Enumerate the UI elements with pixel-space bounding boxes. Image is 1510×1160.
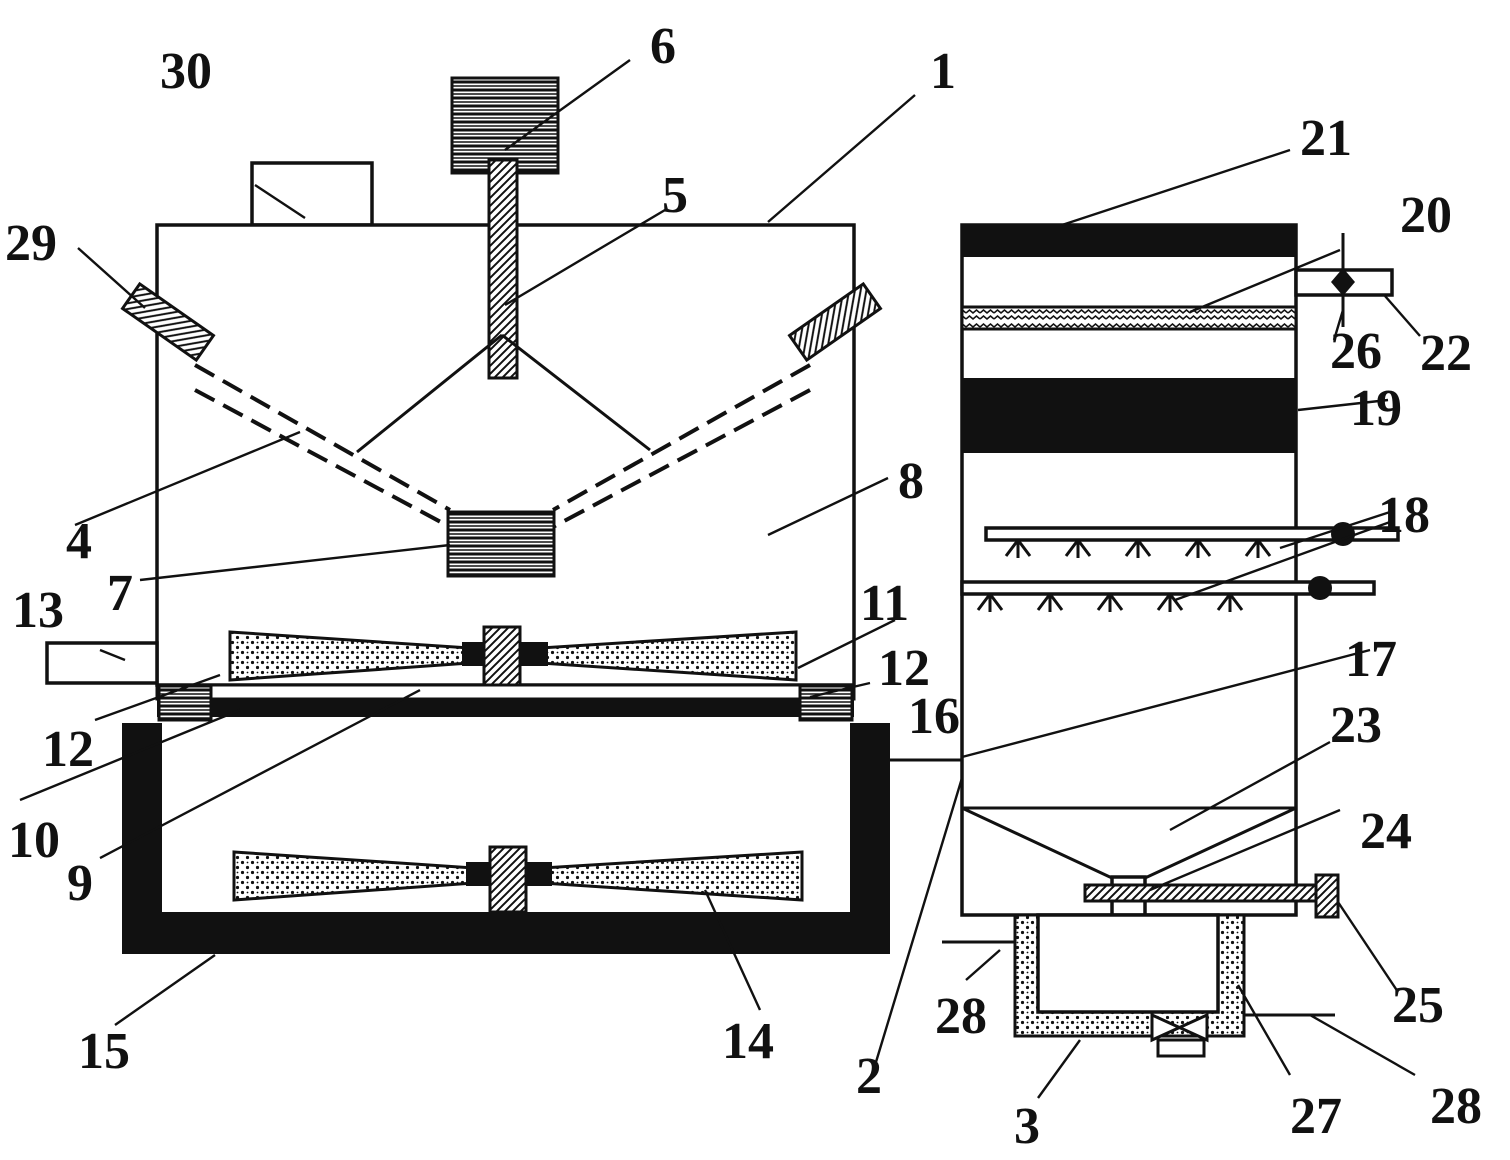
left-chamber-assembly — [45, 76, 962, 954]
drain-valve — [1150, 1012, 1209, 1043]
callout-11: 11 — [860, 575, 909, 632]
spray-pipe-lower — [960, 580, 1376, 596]
callout-6: 6 — [650, 18, 676, 75]
callout-12b: 12 — [878, 640, 930, 697]
sensor-29-right — [787, 281, 883, 363]
side-port-13 — [45, 641, 159, 685]
filter-layer-20 — [960, 305, 1298, 331]
layer-21 — [962, 225, 1296, 257]
column-2 — [960, 223, 1298, 917]
seal-12-left — [157, 684, 213, 722]
collector-3 — [1036, 913, 1220, 1014]
callout-27: 27 — [1290, 1088, 1342, 1145]
callout-28b: 28 — [1430, 1078, 1482, 1135]
knob-25 — [1314, 873, 1340, 919]
lower-shaft — [488, 845, 528, 914]
callout-18: 18 — [1378, 487, 1430, 544]
callout-labels: 1 2 3 4 5 6 7 8 9 10 11 12 12 13 14 15 1… — [5, 18, 1482, 1155]
callout-16: 16 — [908, 688, 960, 745]
spray-nozzles-upper — [1004, 539, 1272, 558]
callout-10: 10 — [8, 812, 60, 869]
callout-14: 14 — [722, 1013, 774, 1070]
callout-22: 22 — [1420, 325, 1472, 382]
lower-tank-15 — [122, 723, 890, 954]
callout-20: 20 — [1400, 187, 1452, 244]
layer-19 — [962, 378, 1296, 453]
callout-8: 8 — [898, 453, 924, 510]
rod-5 — [487, 158, 519, 380]
callout-25: 25 — [1392, 977, 1444, 1034]
callout-3: 3 — [1014, 1098, 1040, 1155]
drain-valve-cap — [1156, 1038, 1206, 1058]
callout-17: 17 — [1345, 631, 1397, 688]
callout-23: 23 — [1330, 697, 1382, 754]
callout-7: 7 — [107, 565, 133, 622]
component-7-block — [446, 510, 556, 578]
plate-9 — [157, 699, 854, 717]
callout-15: 15 — [78, 1023, 130, 1080]
callout-28a: 28 — [935, 988, 987, 1045]
plate-10 — [155, 683, 856, 701]
callout-4: 4 — [66, 513, 92, 570]
callout-2: 2 — [856, 1048, 882, 1105]
callout-13: 13 — [12, 582, 64, 639]
callout-5: 5 — [662, 167, 688, 224]
right-column-assembly — [942, 223, 1400, 1058]
leader-lines — [19, 59, 1421, 1099]
seal-12-right — [798, 684, 854, 722]
beam-lines-4 — [194, 363, 811, 529]
callout-29: 29 — [5, 215, 57, 272]
spray-nozzles-lower — [976, 593, 1244, 612]
callout-24: 24 — [1360, 803, 1412, 860]
callout-9: 9 — [67, 855, 93, 912]
valve-26 — [1331, 268, 1355, 296]
callout-21: 21 — [1300, 110, 1352, 167]
callout-30: 30 — [160, 43, 212, 100]
callout-1: 1 — [930, 43, 956, 100]
callout-19: 19 — [1350, 380, 1402, 437]
spray-valve-lower — [1308, 576, 1332, 600]
callout-26: 26 — [1330, 323, 1382, 380]
screw-rod-24 — [1083, 883, 1335, 903]
spray-pipe-upper — [984, 526, 1400, 542]
strut-lines — [356, 333, 651, 454]
callout-12a: 12 — [42, 721, 94, 778]
